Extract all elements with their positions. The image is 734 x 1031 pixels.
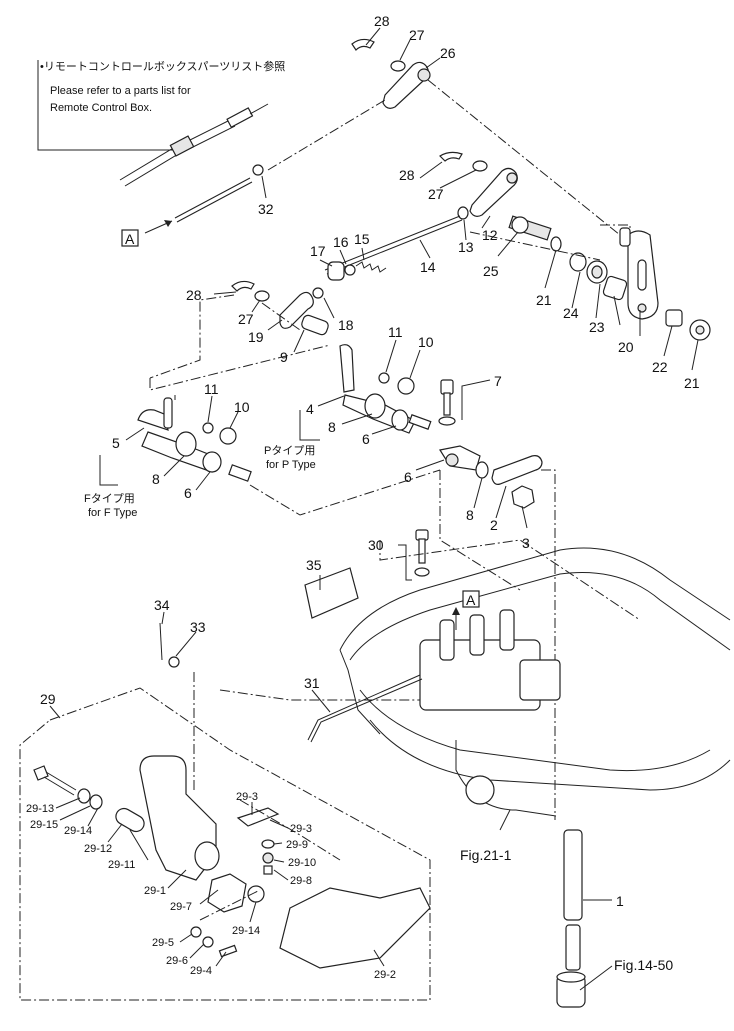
label-18: 18 [338, 317, 354, 333]
label-11-right: 11 [388, 324, 403, 340]
label-8-ptype: 8 [328, 419, 336, 435]
label-29-13: 29-13 [26, 803, 54, 815]
label-29-10: 29-10 [288, 857, 316, 869]
ref-box-a-upper [121, 229, 139, 247]
p-type-group [149, 344, 432, 441]
label-34: 34 [154, 597, 170, 613]
label-8-ftype: 8 [152, 471, 160, 487]
label-21-lower: 21 [684, 375, 700, 391]
part-labels: 28 27 26 32 28 27 12 13 14 25 21 24 23 2… [26, 13, 700, 981]
label-26: 26 [440, 45, 456, 61]
label-3: 3 [522, 535, 530, 551]
label-29: 29 [40, 691, 56, 707]
label-25: 25 [483, 263, 499, 279]
middle-joint-group [324, 151, 628, 301]
label-29-2: 29-2 [374, 969, 396, 981]
note-japanese: •リモートコントロールボックスパーツリスト参照 [40, 59, 285, 73]
label-33: 33 [190, 619, 206, 635]
label-15: 15 [354, 231, 370, 247]
label-10-left: 10 [234, 399, 250, 415]
ptype-jp: Pタイプ用 [264, 444, 315, 457]
upper-joint-group [267, 38, 621, 236]
bracket-group-29 [19, 687, 431, 1001]
shaft-1 [556, 829, 612, 1008]
part-32-nut [252, 164, 264, 176]
label-30: 30 [368, 537, 384, 553]
note-english-line1: Please refer to a parts list for [50, 85, 191, 97]
label-11-left: 11 [204, 381, 219, 397]
label-12: 12 [482, 227, 498, 243]
label-29-11: 29-11 [108, 859, 135, 871]
figure-references: Fig.21-1 Fig.14-50 [460, 847, 673, 973]
linkage-15-19 [149, 261, 387, 379]
label-29-7: 29-7 [170, 901, 192, 913]
label-4: 4 [306, 401, 314, 417]
label-29-9: 29-9 [286, 839, 308, 851]
label-19: 19 [248, 329, 264, 345]
ftype-jp: Fタイプ用 [84, 492, 135, 505]
label-29-8: 29-8 [290, 875, 312, 887]
ftype-en: for F Type [88, 507, 137, 519]
bolt-30-plate-35 [304, 529, 430, 619]
label-29-3-top: 29-3 [236, 791, 258, 803]
label-35: 35 [306, 557, 322, 573]
label-1: 1 [616, 893, 624, 909]
ref-box-a-lower [462, 590, 480, 608]
label-8-right: 8 [466, 507, 474, 523]
label-10-right: 10 [418, 334, 434, 350]
lever-plate-group [438, 379, 556, 820]
ref-box-a-lower-label: A [466, 592, 476, 608]
label-29-3-right: 29-3 [290, 823, 312, 835]
f-type-group [99, 395, 441, 516]
label-27-low: 27 [238, 311, 254, 327]
label-24: 24 [563, 305, 579, 321]
label-6-right: 6 [404, 469, 412, 485]
label-27-mid: 27 [428, 186, 444, 202]
label-29-14-lower: 29-14 [232, 925, 260, 937]
label-28-low: 28 [186, 287, 202, 303]
label-27-top: 27 [409, 27, 425, 43]
label-29-12: 29-12 [84, 843, 112, 855]
label-21-upper: 21 [536, 292, 552, 308]
label-13: 13 [458, 239, 474, 255]
remote-cable [119, 103, 269, 187]
label-7: 7 [494, 373, 502, 389]
note-english-line2: Remote Control Box. [50, 102, 152, 114]
label-29-6: 29-6 [166, 955, 188, 967]
fig-21-1-ref: Fig.21-1 [460, 847, 512, 863]
label-28-mid: 28 [399, 167, 415, 183]
label-6-ftype: 6 [184, 485, 192, 501]
label-23: 23 [589, 319, 605, 335]
label-29-1: 29-1 [144, 885, 166, 897]
label-31: 31 [304, 675, 320, 691]
label-6-ptype: 6 [362, 431, 370, 447]
label-2: 2 [490, 517, 498, 533]
label-20: 20 [618, 339, 634, 355]
label-29-5: 29-5 [152, 937, 174, 949]
label-32: 32 [258, 201, 274, 217]
part-35-plate [304, 567, 359, 619]
label-9: 9 [280, 349, 288, 365]
label-14: 14 [420, 259, 436, 275]
fig-14-50-ref: Fig.14-50 [614, 957, 673, 973]
leader-lines [49, 27, 699, 991]
type-captions: Pタイプ用 for P Type Fタイプ用 for F Type [84, 444, 316, 519]
label-28-top: 28 [374, 13, 390, 29]
throttle-lever-group [600, 224, 711, 341]
rod-31-group [159, 622, 423, 790]
ptype-en: for P Type [266, 459, 316, 471]
label-16: 16 [333, 234, 349, 250]
label-29-4: 29-4 [190, 965, 212, 977]
label-29-15: 29-15 [30, 819, 58, 831]
throttle-rod-a: A [121, 164, 267, 247]
label-5: 5 [112, 435, 120, 451]
ref-box-a-upper-label: A [125, 231, 135, 247]
label-22: 22 [652, 359, 668, 375]
label-17: 17 [310, 243, 326, 259]
remote-control-note: •リモートコントロールボックスパーツリスト参照 Please refer to … [37, 59, 285, 151]
label-29-14-left: 29-14 [64, 825, 92, 837]
